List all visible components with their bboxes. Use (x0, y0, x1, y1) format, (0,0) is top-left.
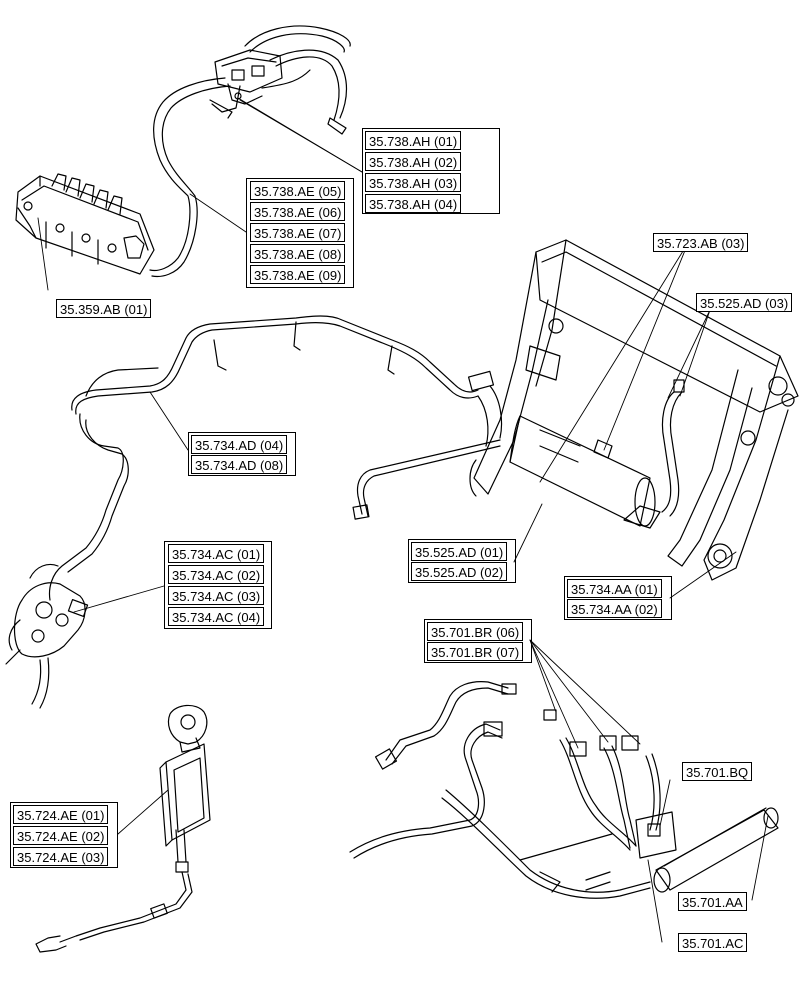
callout-35-724-ae-02: 35.724.AE (02) (13, 826, 109, 845)
callout-35-734-ac-02: 35.734.AC (02) (168, 565, 265, 584)
lower-hose-harness (349, 681, 779, 899)
bracket-tube-assembly (35, 704, 211, 953)
callout-35-701-br-07: 35.701.BR (07) (427, 642, 524, 661)
callout-35-701-aa: 35.701.AA (678, 892, 747, 911)
callout-35-525-ad-01: 35.525.AD (01) (411, 542, 508, 561)
callout-35-734-aa-01: 35.734.AA (01) (567, 579, 662, 598)
callout-35-738-ah-03: 35.738.AH (03) (365, 173, 462, 192)
callout-35-734-ac-03: 35.734.AC (03) (168, 586, 265, 605)
callout-35-724-ae-01: 35.724.AE (01) (13, 805, 109, 824)
leader-lines (37, 97, 769, 943)
loader-tube-run (48, 315, 495, 601)
callout-35-723-ab-03: 35.723.AB (03) (653, 233, 749, 252)
callout-35-359-ab-01: 35.359.AB (01) (56, 299, 152, 318)
callout-35-701-bq: 35.701.BQ (682, 762, 753, 781)
callout-35-734-ac-01: 35.734.AC (01) (168, 544, 265, 563)
callout-35-734-ad-04: 35.734.AD (04) (191, 435, 288, 454)
left-fitting-cluster (5, 563, 89, 709)
callout-35-701-br-06: 35.701.BR (06) (427, 622, 524, 641)
top-valve-assembly (149, 25, 351, 278)
callout-35-525-ad-02: 35.525.AD (02) (411, 562, 508, 581)
callout-35-738-ah-01: 35.738.AH (01) (365, 131, 462, 150)
callout-35-738-ae-05: 35.738.AE (05) (250, 181, 346, 200)
loader-frame (352, 239, 799, 581)
callout-35-734-ad-08: 35.734.AD (08) (191, 455, 288, 474)
callout-35-738-ae-06: 35.738.AE (06) (250, 202, 346, 221)
callout-35-734-aa-02: 35.734.AA (02) (567, 599, 662, 618)
callout-35-525-ad-03: 35.525.AD (03) (696, 293, 793, 312)
callout-35-734-ac-04: 35.734.AC (04) (168, 607, 265, 626)
callout-35-701-ac: 35.701.AC (678, 933, 748, 952)
callout-35-738-ae-07: 35.738.AE (07) (250, 223, 346, 242)
callout-35-738-ae-09: 35.738.AE (09) (250, 265, 346, 284)
callout-35-738-ah-02: 35.738.AH (02) (365, 152, 462, 171)
callout-35-724-ae-03: 35.724.AE (03) (13, 847, 109, 866)
callout-35-738-ah-04: 35.738.AH (04) (365, 194, 462, 213)
control-valve-stack (15, 173, 155, 275)
callout-35-738-ae-08: 35.738.AE (08) (250, 244, 346, 263)
